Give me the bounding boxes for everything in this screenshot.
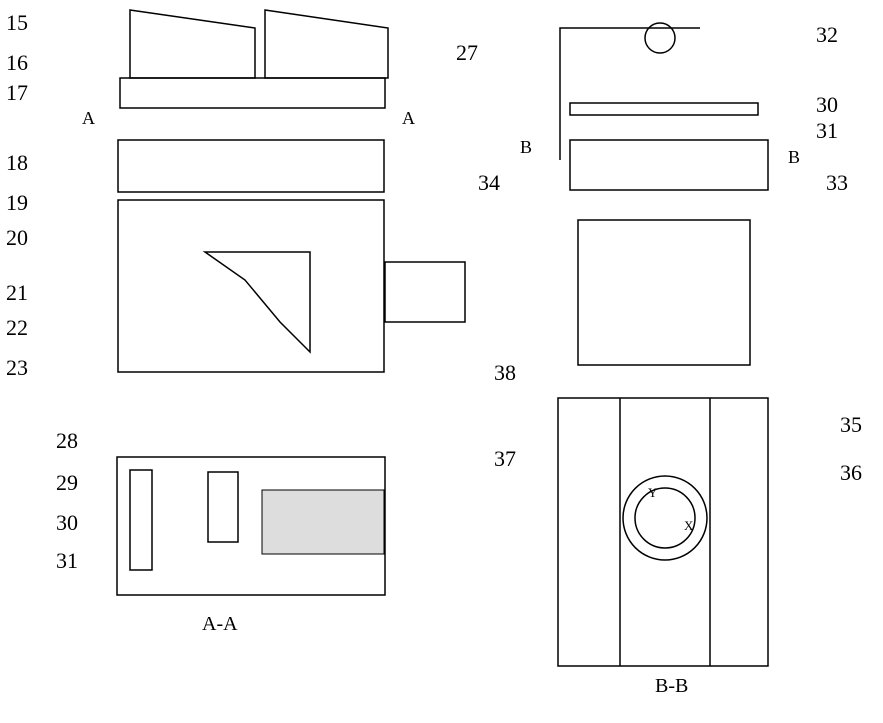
part-label: 27 [456,40,478,65]
part-label: 21 [6,280,28,305]
part-label: 15 [6,10,28,35]
part-label: 30 [56,510,78,535]
part-label: 19 [6,190,28,215]
front-view [117,9,466,373]
section-caption: A-A [202,613,238,635]
section-mark: A [402,108,415,128]
part-label: 32 [816,22,838,47]
section-b-b [557,397,769,667]
part-label: 30 [816,92,838,117]
part-label: 31 [816,118,838,143]
section-mark: B [520,137,532,157]
part-label: 29 [56,470,78,495]
part-label: 22 [6,315,28,340]
section-a-a [116,456,386,596]
side-view [559,22,769,366]
part-label: 18 [6,150,28,175]
part-label: 34 [478,170,500,195]
part-label: 16 [6,50,28,75]
part-label: 35 [840,412,862,437]
part-label: 20 [6,225,28,250]
section-mark: A [82,108,95,128]
part-label: 36 [840,460,862,485]
part-label: 37 [494,446,516,471]
section-mark: B [788,147,800,167]
part-label: 28 [56,428,78,453]
part-label: 17 [6,80,28,105]
axis-label: X [684,518,694,533]
part-label: 33 [826,170,848,195]
section-caption: B-B [655,675,688,697]
part-label: 23 [6,355,28,380]
part-label: 38 [494,360,516,385]
part-label: 31 [56,548,78,573]
axis-label: Y [648,485,658,500]
